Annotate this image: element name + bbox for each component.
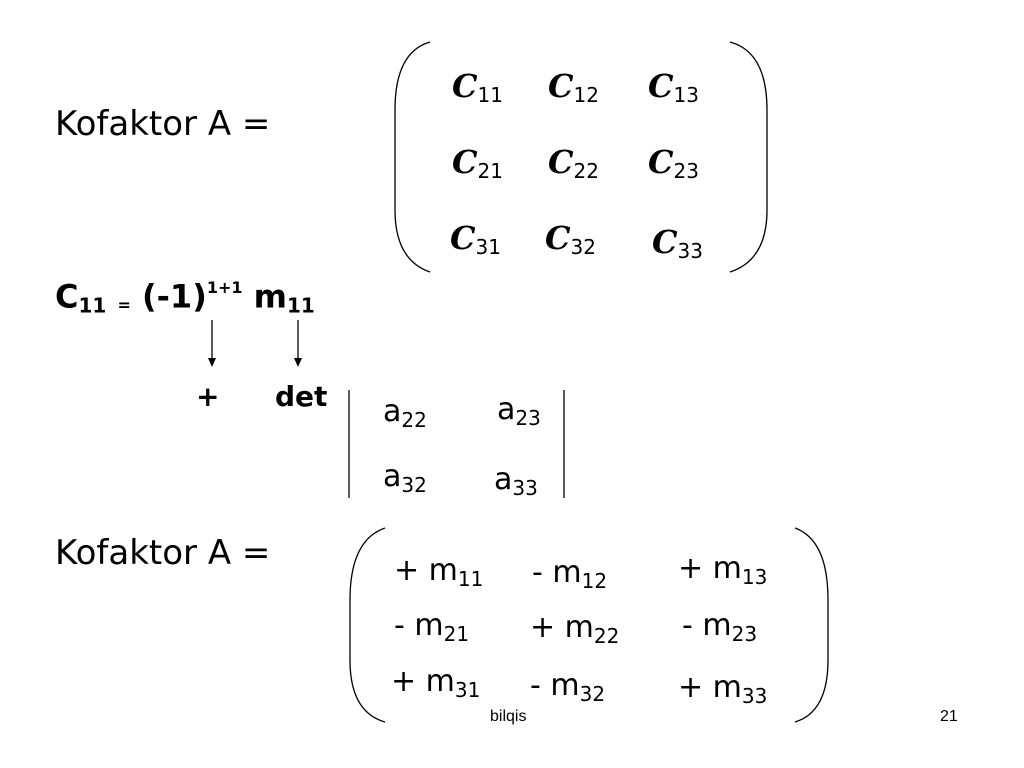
- c-entry-33: C33: [652, 223, 703, 263]
- c-entry-32: C32: [545, 219, 596, 259]
- c-entry-13: C13: [648, 67, 699, 107]
- c-entry-22: C22: [548, 143, 599, 183]
- kofaktor-label-2: Kofaktor A =: [55, 533, 271, 573]
- m-entry-31: + m31: [391, 664, 481, 702]
- det-entry-22: a22: [383, 394, 427, 432]
- c-entry-11: C11: [452, 67, 503, 107]
- c-entry-31: C31: [450, 219, 501, 259]
- formula-equals: =: [117, 295, 131, 315]
- det-entry-23: a23: [497, 392, 541, 430]
- formula-lhs-sub: 11: [78, 293, 107, 318]
- c-entry-21: C21: [452, 143, 503, 183]
- footer-author: bilqis: [490, 708, 527, 725]
- m-entry-33: + m33: [678, 670, 768, 708]
- formula-minor-sub: 11: [286, 293, 315, 318]
- c-entry-23: C23: [648, 143, 699, 183]
- det-label: det: [275, 380, 328, 413]
- formula-sign-exp: 1+1: [206, 278, 243, 297]
- arrow-sign-icon: [208, 320, 216, 367]
- formula-lhs: C: [55, 277, 79, 316]
- formula-sign-base: (-1): [142, 277, 207, 316]
- formula-minor: m: [253, 277, 287, 316]
- m-entry-12: - m12: [532, 555, 608, 593]
- m-entry-22: + m22: [530, 610, 620, 648]
- left-bracket-m: [349, 527, 386, 723]
- m-entry-23: - m23: [682, 608, 758, 646]
- kofaktor-label: Kofaktor A =: [55, 104, 271, 144]
- cofactor-formula: C11 = (-1)1+1 m11: [55, 277, 315, 318]
- det-entry-33: a33: [494, 462, 538, 500]
- left-bracket-c: [394, 41, 431, 273]
- plus-label: +: [196, 380, 220, 413]
- arrow-det-icon: [294, 320, 302, 367]
- c-entry-12: C12: [548, 67, 599, 107]
- det-entry-32: a32: [383, 459, 427, 497]
- right-bracket-m: [794, 527, 829, 723]
- right-bracket-c: [729, 41, 768, 273]
- m-entry-11: + m11: [394, 553, 484, 591]
- m-entry-21: - m21: [394, 608, 470, 646]
- page-number: 21: [940, 708, 958, 725]
- m-entry-32: - m32: [530, 668, 606, 706]
- m-entry-13: + m13: [678, 551, 768, 589]
